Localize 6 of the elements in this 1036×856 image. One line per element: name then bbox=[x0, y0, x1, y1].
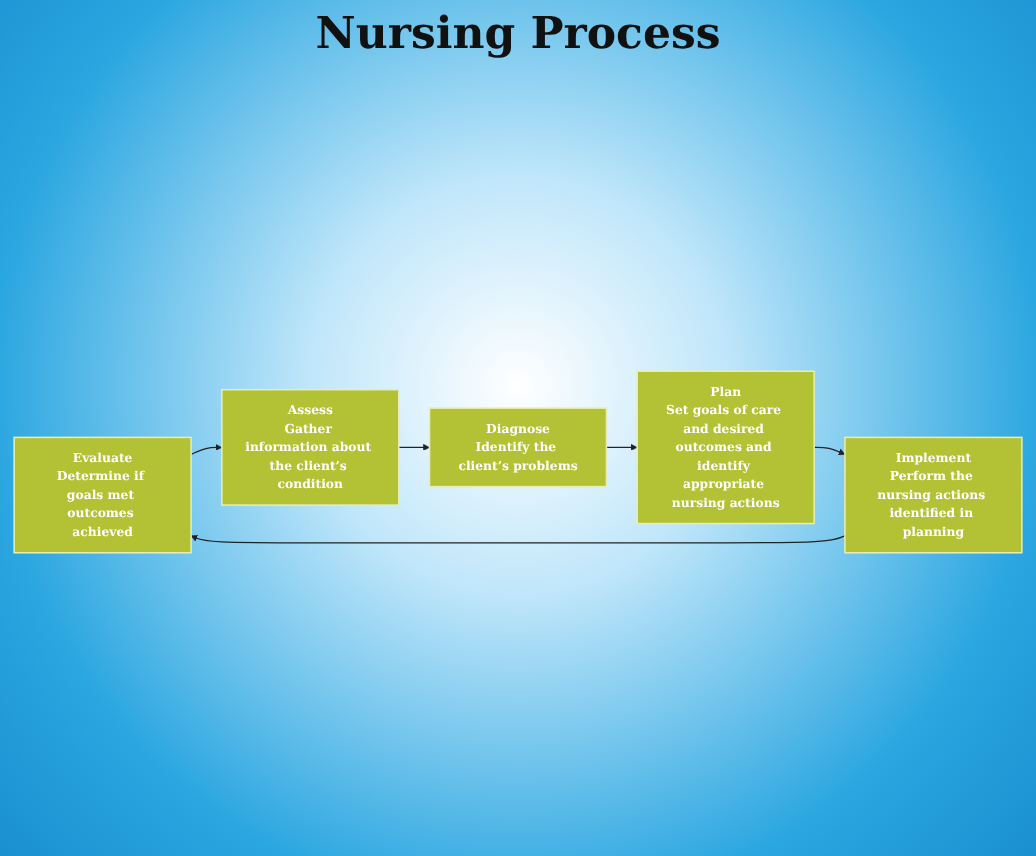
arrow bbox=[398, 444, 430, 451]
arrow bbox=[190, 535, 846, 544]
arrow bbox=[190, 444, 223, 456]
arrow bbox=[605, 444, 638, 451]
diagram-title: Nursing Process bbox=[313, 8, 723, 60]
arrow bbox=[813, 446, 846, 455]
